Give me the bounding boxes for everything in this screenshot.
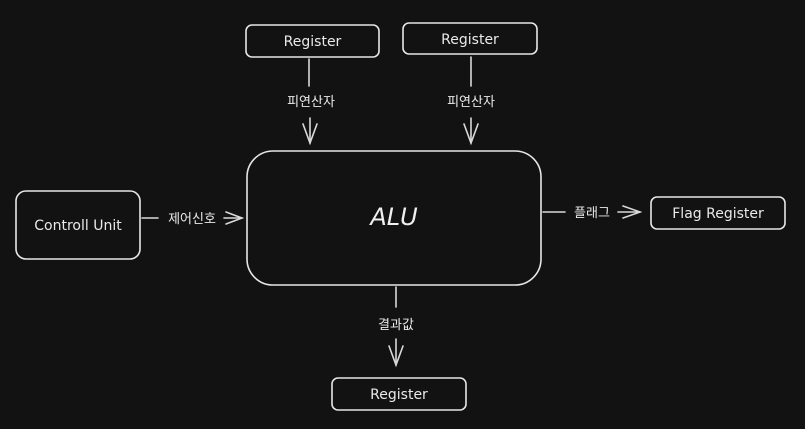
alu-box: [246, 150, 542, 286]
operand-right-edge: 피연산자: [447, 56, 495, 146]
register-bottom-box: [331, 377, 467, 411]
register-top-right-node: Register: [402, 22, 538, 55]
control-signal-edge: 제어신호: [141, 211, 245, 227]
operand-right-arrowhead: [463, 123, 479, 146]
operand-left-arrowhead: [302, 123, 318, 146]
control-unit-label: Controll Unit: [34, 218, 122, 234]
result-edge: 결과값: [378, 286, 414, 368]
operand-right-label: 피연산자: [447, 95, 495, 110]
flag-register-box: [650, 196, 786, 230]
result-arrowhead: [388, 345, 404, 368]
flags-label: 플래그: [574, 206, 610, 221]
register-top-left-label: Register: [284, 34, 342, 50]
operand-left-edge: 피연산자: [287, 58, 335, 146]
register-top-left-node: Register: [245, 24, 380, 58]
control-signal-label: 제어신호: [168, 212, 216, 227]
alu-node: ALU: [246, 150, 542, 286]
register-top-left-box: [245, 24, 380, 58]
operand-left-label: 피연산자: [287, 95, 335, 110]
register-top-right-box: [402, 22, 538, 55]
alu-label: ALU: [368, 203, 418, 231]
register-bottom-node: Register: [331, 377, 467, 411]
register-top-right-label: Register: [441, 32, 499, 48]
flags-arrowhead: [622, 205, 643, 219]
flags-edge: 플래그: [542, 205, 643, 221]
register-bottom-label: Register: [370, 387, 428, 403]
control-unit-box: [15, 190, 141, 260]
control-unit-node: Controll Unit: [15, 190, 141, 260]
flag-register-label: Flag Register: [672, 206, 764, 222]
flag-register-node: Flag Register: [650, 196, 786, 230]
control-signal-arrowhead: [225, 211, 245, 225]
result-label: 결과값: [378, 318, 414, 333]
